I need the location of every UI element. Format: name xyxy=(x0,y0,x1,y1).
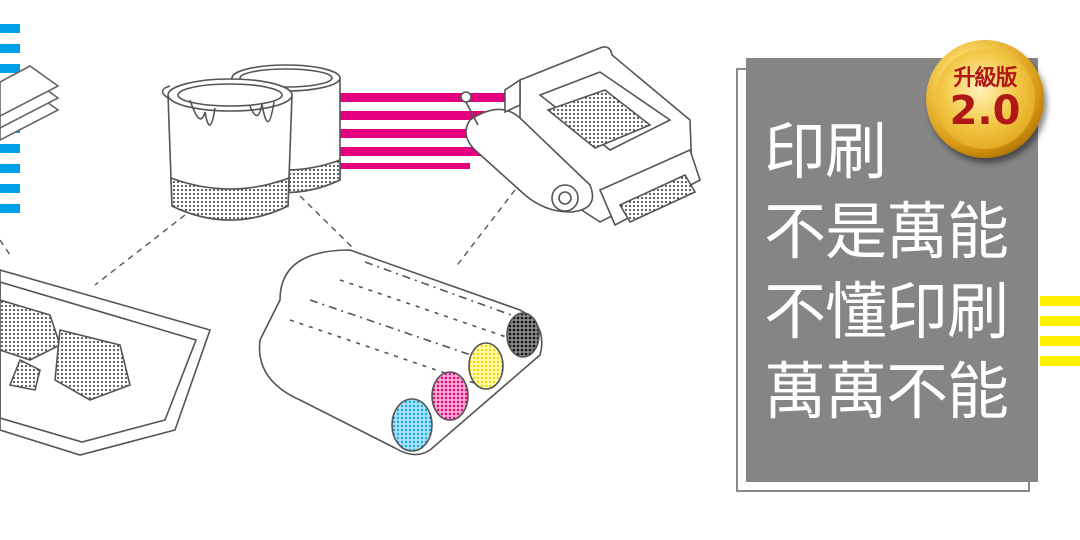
headline: 印刷 不是萬能 不懂印刷 萬萬不能 xyxy=(764,112,1034,432)
ink-bucket-icon xyxy=(161,64,341,221)
version-badge: 升級版 2.0 xyxy=(926,40,1044,158)
badge-label: 升級版 xyxy=(953,66,1017,91)
printing-press-icon xyxy=(460,46,701,227)
yellow-stripes xyxy=(1040,296,1080,366)
headline-line-4: 萬萬不能 xyxy=(764,355,1009,428)
paper-stack-icon xyxy=(0,65,60,141)
ink-roller-icon xyxy=(258,249,543,456)
headline-line-2: 不是萬能 xyxy=(764,195,1009,268)
printing-plate-icon xyxy=(0,269,212,456)
magenta-stripes xyxy=(340,93,510,169)
connector-lines xyxy=(0,189,516,286)
badge-medal xyxy=(935,49,1035,149)
badge-version: 2.0 xyxy=(949,88,1021,134)
headline-line-1: 印刷 xyxy=(764,115,887,188)
headline-line-3: 不懂印刷 xyxy=(764,275,1009,348)
